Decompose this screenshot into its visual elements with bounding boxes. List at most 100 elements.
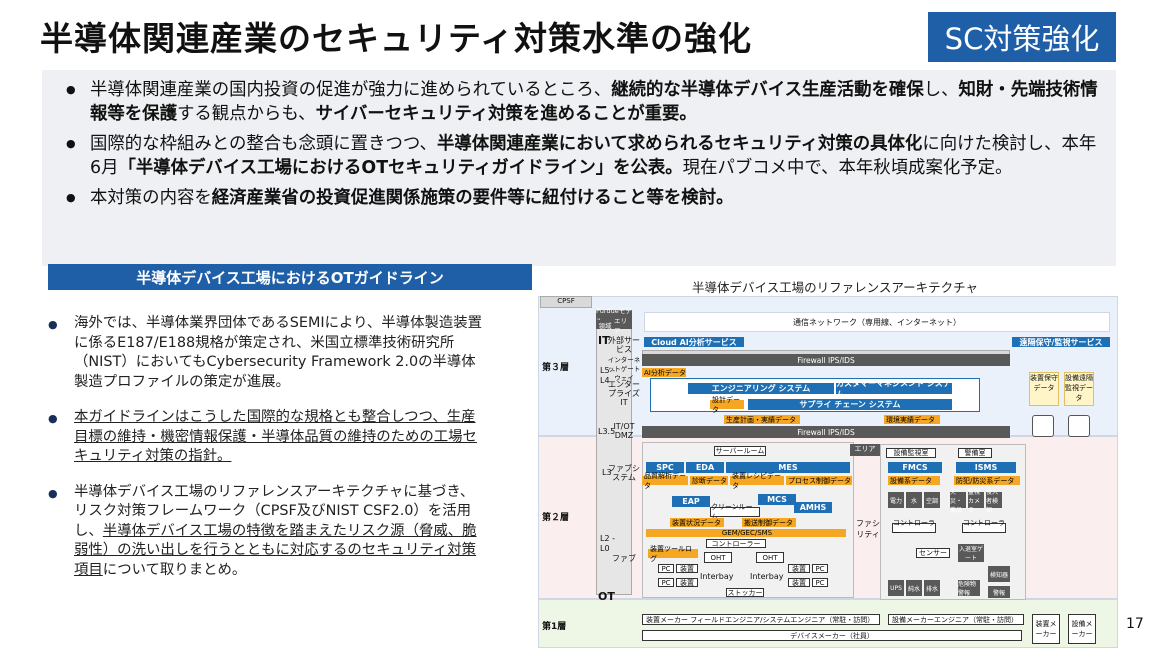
env-data-label: 環境実績データ bbox=[884, 415, 940, 424]
l3-label: L3 bbox=[602, 468, 612, 477]
firewall-1: Firewall IPS/IDS bbox=[642, 354, 1010, 366]
oht-2: OHT bbox=[756, 552, 784, 563]
enterprise-zone: エンタープライズIT bbox=[608, 380, 640, 407]
server-icon-1 bbox=[1032, 415, 1054, 437]
controller-label: コントローラー bbox=[706, 539, 766, 548]
design-data-label: 設計データ bbox=[710, 396, 744, 414]
equip-maint-data: 装置保守データ bbox=[1029, 372, 1059, 406]
drain-cell: 排水 bbox=[924, 580, 940, 596]
page-number: 17 bbox=[1126, 616, 1144, 632]
fab-system-zone: ファブシステム bbox=[608, 464, 640, 482]
fmcs-box: FMCS bbox=[888, 462, 942, 473]
hazard-cell: 危険物警報 bbox=[958, 580, 980, 597]
controller-facility: コントローラー bbox=[892, 519, 936, 537]
ups-cell: UPS bbox=[888, 580, 904, 596]
guideline-bullet-3: 半導体デバイス工場のリファレンスアーキテクチャに基づき、リスク対策フレームワーク… bbox=[48, 483, 486, 581]
equip-status-label: 装置状況データ bbox=[670, 518, 724, 527]
interbay-1: Interbay bbox=[700, 572, 734, 581]
l35-label: L3.5 bbox=[598, 427, 616, 436]
dmz-zone: IT/OT DMZ bbox=[613, 422, 635, 440]
transport-label: 搬送制御データ bbox=[742, 518, 796, 527]
vendor-fe-box: 装置メーカー フィールドエンジニア/システムエンジニア（常駐・訪問） bbox=[642, 614, 880, 625]
ai-data-label: AI分析データ bbox=[642, 368, 686, 377]
camera-cell: 監視カメラ bbox=[968, 489, 984, 514]
gate-cell: 入退室ゲート bbox=[958, 544, 984, 562]
equip-4: 装置 bbox=[788, 578, 810, 587]
cleanroom-label: クリーンルーム bbox=[710, 503, 760, 521]
eap-box: EAP bbox=[672, 496, 710, 507]
mes-box: MES bbox=[726, 462, 850, 473]
gateway-zone: インターネットゲートウェイ bbox=[607, 356, 641, 382]
domain-label: 領域 bbox=[596, 320, 614, 330]
remote-service-box: 遠隔保守/監視サービス bbox=[1012, 337, 1110, 347]
production-plan-label: 生産計画・実績データ bbox=[724, 415, 800, 424]
network-box: 通信ネットワーク（専用線、インターネット） bbox=[644, 312, 1110, 332]
server-room-label: サーバールーム bbox=[714, 446, 766, 456]
amhs-box: AMHS bbox=[794, 502, 832, 513]
fab-zone: ファブ bbox=[612, 554, 636, 563]
equip-maker-box: 装置メーカー bbox=[1032, 614, 1060, 644]
firewall-2: Firewall IPS/IDS bbox=[642, 426, 1010, 438]
l5l4-label: L5 - L4 bbox=[600, 366, 615, 385]
mcs-box: MCS bbox=[758, 494, 796, 505]
area-tag: エリア bbox=[850, 444, 880, 456]
architecture-title: 半導体デバイス工場のリファレンスアーキテクチャ bbox=[691, 280, 978, 295]
page-title: 半導体関連産業のセキュリティ対策水準の強化 bbox=[40, 19, 753, 58]
stocker-label: ストッカー bbox=[726, 588, 764, 597]
process-data-label: プロセス制御データ bbox=[786, 476, 852, 485]
cpsf-label: CPSF bbox=[540, 296, 592, 308]
facility-vendor-box: 設備メーカーエンジニア（常駐・訪問） bbox=[888, 614, 1024, 625]
equip-2: 装置 bbox=[676, 578, 698, 587]
guideline-header: 半導体デバイス工場におけるOTガイドライン bbox=[48, 264, 532, 290]
guideline-bullet-2: 本ガイドラインはこうした国際的な規格とも整合しつつ、生産目標の維持・機密情報保護… bbox=[48, 408, 486, 467]
section-tag: SC対策強化 bbox=[928, 12, 1116, 62]
detect-cell: 検知器 bbox=[988, 566, 1010, 582]
controller-security: コントローラー bbox=[962, 519, 1006, 537]
isms-box: ISMS bbox=[956, 462, 1016, 473]
guideline-bullet-1: 海外では、半導体業界団体であるSEMIにより、半導体製造装置に係るE187/E1… bbox=[48, 314, 486, 392]
area-label: エリア bbox=[614, 317, 632, 335]
summary-bullet-2: 国際的な枠組みとの整合も念頭に置きつつ、半導体関連産業において求められるセキュリ… bbox=[64, 132, 1102, 180]
sensor-label: センサー bbox=[916, 548, 950, 558]
pure-water-cell: 純水 bbox=[906, 580, 922, 596]
guideline-list: 海外では、半導体業界団体であるSEMIにより、半導体製造装置に係るE187/E1… bbox=[48, 314, 486, 596]
external-zone: 外部サービス bbox=[608, 336, 640, 354]
qa-data-label: 品質解析データ bbox=[642, 472, 688, 490]
power-cell: 電力 bbox=[888, 492, 904, 508]
summary-box: 半導体関連産業の国内投資の促進が強力に進められているところ、継続的な半導体デバイ… bbox=[42, 70, 1116, 266]
interbay-2: Interbay bbox=[750, 572, 784, 581]
facility-room-label: 設備監視室 bbox=[886, 448, 936, 458]
purdue-column bbox=[596, 310, 632, 595]
cloud-ai-box: Cloud AI分析サービス bbox=[644, 337, 744, 347]
ot-label: OT bbox=[598, 590, 615, 603]
supply-chain-system: サプライ チェーン システム bbox=[748, 399, 952, 410]
pc-2: PC bbox=[658, 578, 674, 587]
facility-data-label: 設備系データ bbox=[888, 476, 940, 485]
equip-1: 装置 bbox=[676, 564, 698, 573]
layer3-label: 第３層 bbox=[542, 363, 570, 373]
recipe-data-label: 装置レシピデータ bbox=[730, 472, 784, 490]
diag-data-label: 診断データ bbox=[690, 476, 728, 485]
equip-monitor-data: 設備遠隔監視データ bbox=[1064, 372, 1094, 406]
summary-bullet-3: 本対策の内容を経済産業省の投資促進関係施策の要件等に紐付けること等を検討。 bbox=[64, 186, 1102, 210]
water-cell: 水 bbox=[906, 492, 922, 508]
spc-box: SPC bbox=[646, 462, 684, 473]
equip-log-label: 装置ツールログ bbox=[648, 545, 698, 563]
facility-zone: ファシリティ bbox=[856, 519, 880, 539]
alarm-cell: 警報 bbox=[988, 586, 1010, 598]
air-cell: 空調 bbox=[924, 492, 940, 508]
oht-1: OHT bbox=[704, 552, 732, 563]
equip-3: 装置 bbox=[788, 564, 810, 573]
security-data-label: 防犯/防災系データ bbox=[954, 476, 1020, 485]
device-maker-box: デバイスメーカー（社員） bbox=[642, 630, 1022, 641]
facility-maker-box: 設備メーカー bbox=[1068, 614, 1096, 644]
gem-label: GEM/GEC/SMS bbox=[646, 529, 846, 537]
intrusion-cell: 侵入者検知 bbox=[986, 489, 1002, 514]
fire-cell: 火災・薬品 bbox=[950, 489, 966, 514]
customer-management-system: カスタマーマネジメント システム bbox=[836, 379, 952, 399]
pc-4: PC bbox=[812, 578, 828, 587]
pc-3: PC bbox=[812, 564, 828, 573]
layer2-label: 第２層 bbox=[542, 513, 570, 523]
it-label: IT bbox=[598, 334, 610, 347]
engineering-system: エンジニアリング システム bbox=[688, 383, 834, 394]
